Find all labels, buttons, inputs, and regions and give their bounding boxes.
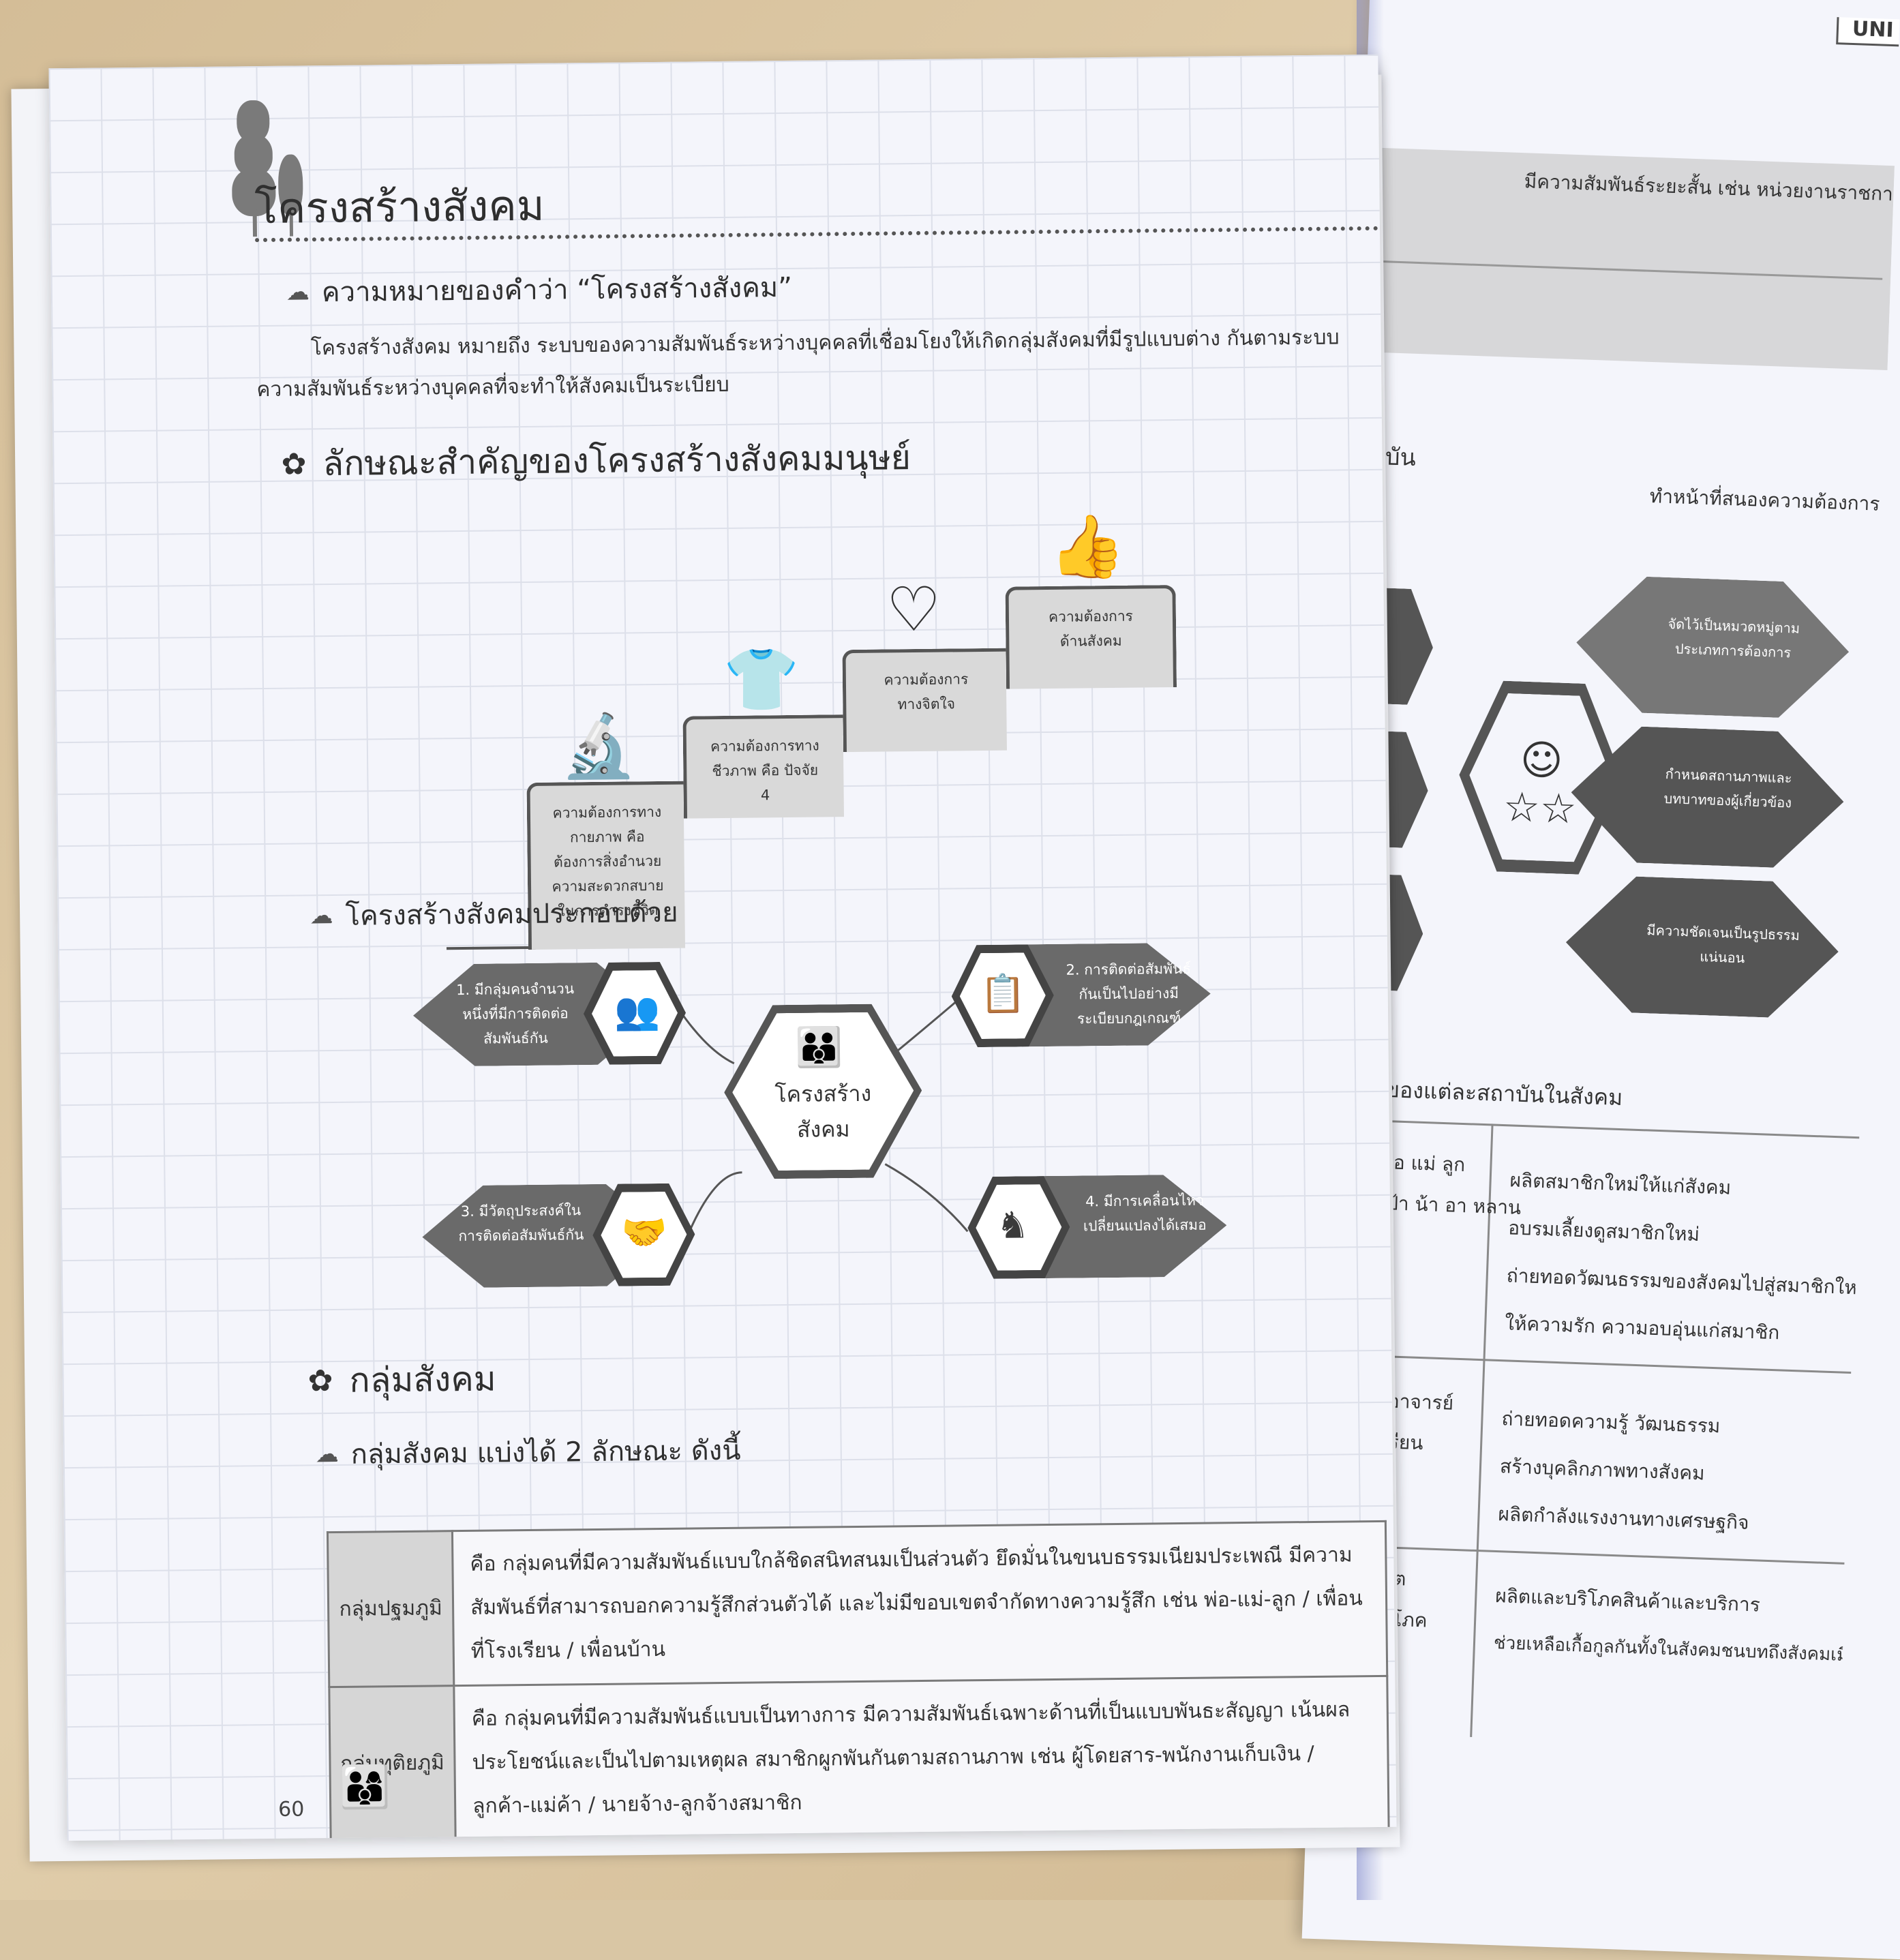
microscope-icon: 🔬 bbox=[560, 710, 637, 783]
change-icon: ♞ bbox=[995, 1203, 1030, 1247]
component-4-label: 4. มีการเคลื่อนไหวเปลี่ยนแปลงได้เสมอ bbox=[1083, 1192, 1207, 1235]
stair-step-4: ความต้องการด้านสังคม bbox=[1005, 585, 1177, 689]
group-desc: คือ กลุ่มคนที่มีความสัมพันธ์แบบเป็นทางกา… bbox=[453, 1676, 1389, 1841]
table-row: กลุ่มทุติยภูมิ คือ กลุ่มคนที่มีความสัมพั… bbox=[329, 1676, 1389, 1841]
groups-subheading: ☁ กลุ่มสังคม แบ่งได้ 2 ลักษณะ ดังนี้ bbox=[315, 1428, 741, 1477]
page-title: โครงสร้างสังคม bbox=[254, 180, 545, 234]
row2-duty-3: ผลิตกำลังแรงงานทางเศรษฐกิจ bbox=[1498, 1503, 1750, 1534]
group-people-icon: 👥 bbox=[614, 989, 661, 1033]
groups-table: กลุ่มปฐมภูมิ คือ กลุ่มคนที่มีความสัมพันธ… bbox=[327, 1520, 1390, 1841]
meaning-heading-text: ความหมายของคำว่า “โครงสร้างสังคม” bbox=[321, 271, 793, 309]
heart-plant-icon: ♡ bbox=[886, 573, 942, 646]
thumbs-up-heart-icon: 👍 bbox=[1049, 510, 1126, 583]
left-page: โครงสร้างสังคม ☁ ความหมายของคำว่า “โครงส… bbox=[48, 54, 1397, 1841]
meaning-heading: ☁ ความหมายของคำว่า “โครงสร้างสังคม” bbox=[286, 265, 793, 314]
group-name: กลุ่มปฐมภูมิ bbox=[327, 1531, 454, 1687]
right-hex-label-2: กำหนดสถานภาพและบทบาทของผู้เกี่ยวข้อง bbox=[1663, 766, 1792, 811]
component-3-label: 3. มีวัตถุประสงค์ในการติดต่อสัมพันธ์กัน bbox=[458, 1202, 584, 1245]
row2-duty-2: สร้างบุคลิกภาพทางสังคม bbox=[1499, 1455, 1706, 1485]
row3-duty-2: ช่วยเหลือเกื้อกูลกันทั้งในสังคมชนบทถึงสั… bbox=[1493, 1633, 1869, 1667]
structure-diagram: 👥 1. มีกลุ่มคนจำนวนหนึ่งที่มีการติดต่อสั… bbox=[412, 942, 1234, 1306]
tshirt-icon: 👕 bbox=[723, 643, 800, 716]
row3-duty-1: ผลิตและบริโภคสินค้าและบริการ bbox=[1494, 1584, 1761, 1616]
stair-step-3: ความต้องการทางจิตใจ bbox=[842, 648, 1007, 753]
composition-heading: ☁ โครงสร้างสังคมประกอบด้วย bbox=[310, 890, 678, 938]
component-2-label: 2. การติดต่อสัมพันธ์กันเป็นไปอย่างมีระเบ… bbox=[1066, 960, 1192, 1027]
groups-heading-text: กลุ่มสังคม bbox=[349, 1359, 497, 1400]
stair-step-2: ความต้องการทางชีวภาพ คือ ปัจจัย 4 bbox=[682, 714, 845, 819]
center-label: โครงสร้าง สังคม bbox=[774, 1080, 872, 1143]
features-heading: ✿ ลักษณะสำคัญของโครงสร้างสังคมมนุษย์ bbox=[281, 431, 911, 492]
component-1-label: 1. มีกลุ่มคนจำนวนหนึ่งที่มีการติดต่อสัมพ… bbox=[456, 980, 575, 1047]
right-hex-label-1: จัดไว้เป็นหมวดหมู่ตามประเภทการต้องการ bbox=[1668, 616, 1800, 661]
flower-icon: ✿ bbox=[281, 447, 307, 482]
institution-text: ทำหน้าที่สนองความต้องการ bbox=[1649, 484, 1880, 515]
cloud-icon: ☁ bbox=[315, 1440, 339, 1468]
row1-duty-2: อบรมเลี้ยงดูสมาชิกใหม่ bbox=[1507, 1216, 1700, 1246]
table-row: กลุ่มปฐมภูมิ คือ กลุ่มคนที่มีความสัมพันธ… bbox=[327, 1521, 1387, 1687]
cloud-icon: ☁ bbox=[310, 901, 333, 930]
row1-duty-4: ให้ความรัก ความอบอุ่นแก่สมาชิก bbox=[1504, 1312, 1780, 1344]
groups-subheading-text: กลุ่มสังคม แบ่งได้ 2 ลักษณะ ดังนี้ bbox=[350, 1434, 741, 1471]
people-stars-icon: ☺☆☆ bbox=[1502, 736, 1578, 834]
handshake-icon: 🤝 bbox=[621, 1210, 667, 1254]
row1-duty-3: ถ่ายทอดวัฒนธรรมของสังคมไปสู่สมาชิกใหม่ bbox=[1506, 1264, 1870, 1299]
page-number: 60 bbox=[278, 1797, 305, 1822]
groups-heading: ✿ กลุ่มสังคม bbox=[307, 1353, 496, 1408]
cloud-icon: ☁ bbox=[286, 278, 310, 306]
right-hex-label-3: มีความชัดเจนเป็นรูปธรรมแน่นอน bbox=[1646, 922, 1800, 967]
connector-lines bbox=[678, 999, 969, 1235]
family-illustration: 👨‍👩‍👦 bbox=[339, 1763, 391, 1811]
flower-icon: ✿ bbox=[307, 1363, 333, 1399]
row2-duty-1: ถ่ายทอดความรู้ วัฒนธรรม bbox=[1501, 1407, 1721, 1438]
row1-member-1: พ่อ แม่ ลูก bbox=[1380, 1150, 1466, 1177]
table-top-rule bbox=[1321, 1117, 1860, 1139]
community-icon: 👪 bbox=[795, 1025, 843, 1070]
features-heading-text: ลักษณะสำคัญของโครงสร้างสังคมมนุษย์ bbox=[322, 438, 911, 484]
meaning-text: โครงสร้างสังคม หมายถึง ระบบของความสัมพัน… bbox=[256, 325, 1340, 402]
row1-duty-1: ผลิตสมาชิกใหม่ให้แก่สังคม bbox=[1509, 1169, 1732, 1199]
checklist-icon: 📋 bbox=[980, 971, 1027, 1016]
group-desc: คือ กลุ่มคนที่มีความสัมพันธ์แบบใกล้ชิดสน… bbox=[452, 1521, 1387, 1686]
composition-heading-text: โครงสร้างสังคมประกอบด้วย bbox=[345, 896, 678, 932]
